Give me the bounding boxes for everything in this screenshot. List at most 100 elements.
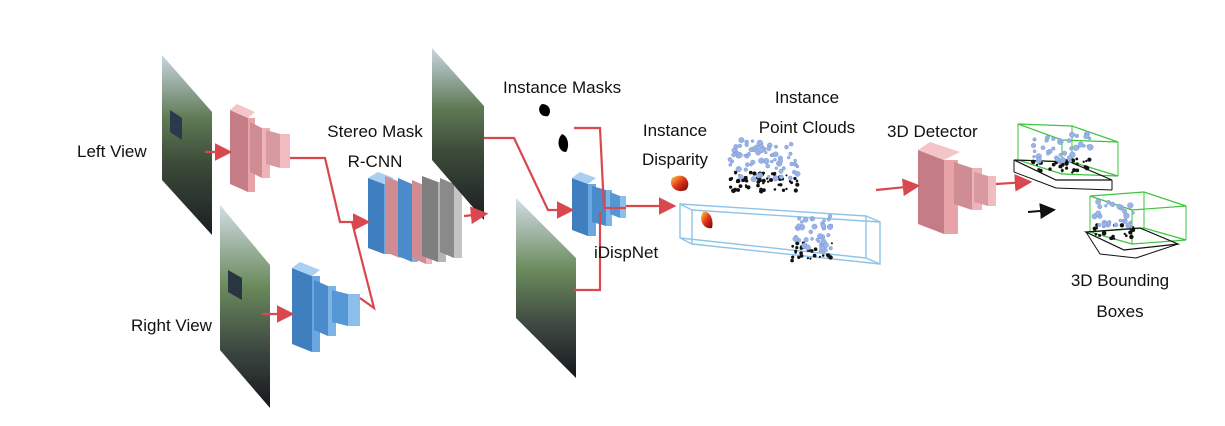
point-black xyxy=(743,175,748,180)
point-blue xyxy=(1058,152,1063,157)
point-blue xyxy=(829,223,833,228)
point-black xyxy=(729,185,733,189)
point-black xyxy=(818,255,822,258)
arrow-box-result xyxy=(1027,203,1056,219)
point-black xyxy=(1075,157,1079,161)
point-blue xyxy=(737,143,742,148)
point-blue xyxy=(787,155,791,160)
point-black xyxy=(1128,230,1133,235)
point-black xyxy=(1101,231,1107,236)
point-black xyxy=(736,188,741,192)
middle-left-image xyxy=(432,48,484,220)
point-blue xyxy=(803,237,809,243)
point-black xyxy=(1051,162,1056,167)
label-idispnet: iDispNet xyxy=(594,243,659,262)
point-black xyxy=(781,188,786,192)
point-blue xyxy=(1127,202,1134,209)
point-blue xyxy=(1106,200,1111,205)
point-blue xyxy=(1097,222,1102,227)
point-black xyxy=(734,172,737,175)
point-blue xyxy=(745,162,750,167)
point-black xyxy=(1071,158,1076,163)
point-blue xyxy=(797,216,801,221)
point-black xyxy=(752,171,757,176)
label-3d-detector: 3D Detector xyxy=(887,122,978,141)
point-black xyxy=(1095,226,1099,230)
point-blue xyxy=(744,142,749,147)
point-black xyxy=(799,254,804,258)
point-blue xyxy=(1131,211,1135,215)
point-blue xyxy=(1032,155,1036,159)
point-black xyxy=(1075,162,1079,166)
point-black xyxy=(761,178,766,183)
point-blue xyxy=(738,174,744,180)
point-blue xyxy=(792,161,797,166)
point-black xyxy=(791,244,795,248)
point-blue xyxy=(826,217,831,222)
point-blue xyxy=(1083,133,1089,140)
label-stereo-mask-rcnn-line1: Stereo Mask xyxy=(327,122,423,141)
point-blue xyxy=(778,158,783,164)
point-blue xyxy=(727,157,733,162)
label-instance-point-clouds-line1: Instance xyxy=(774,88,840,107)
point-blue xyxy=(822,242,829,249)
arrow-to-idispnet-bottom xyxy=(574,212,602,292)
point-blue xyxy=(810,236,814,241)
point-black xyxy=(773,188,777,191)
point-black xyxy=(790,181,794,185)
point-blue xyxy=(1066,138,1072,143)
point-black xyxy=(806,257,810,260)
point-black xyxy=(756,183,760,188)
point-blue xyxy=(749,162,753,167)
point-blue xyxy=(1101,221,1108,228)
point-black xyxy=(728,177,733,181)
point-black xyxy=(830,242,833,245)
frustum-disparity-blob xyxy=(701,211,713,229)
point-blue xyxy=(774,166,778,170)
point-blue xyxy=(750,139,755,143)
point-blue xyxy=(1040,145,1046,150)
point-blue xyxy=(1104,204,1108,208)
bounding-box-points-lower xyxy=(1091,198,1136,241)
point-blue xyxy=(772,151,779,158)
arrow-to-detector xyxy=(875,178,921,197)
point-blue xyxy=(1125,222,1131,229)
point-black xyxy=(810,249,814,253)
point-blue xyxy=(1095,198,1102,205)
bounding-box-result-upper xyxy=(1013,123,1119,191)
point-blue xyxy=(828,246,833,251)
point-blue xyxy=(1066,155,1073,161)
point-blue xyxy=(1051,146,1056,151)
point-black xyxy=(825,253,828,256)
point-blue xyxy=(735,151,740,155)
label-instance-point-clouds-line2: Point Clouds xyxy=(758,118,856,137)
point-blue xyxy=(809,216,814,221)
point-blue xyxy=(781,166,786,171)
point-blue xyxy=(827,214,833,219)
left-view-image xyxy=(162,55,212,235)
point-blue xyxy=(788,175,793,181)
point-blue xyxy=(738,137,745,144)
point-black xyxy=(766,180,770,183)
point-blue xyxy=(770,159,774,164)
point-blue xyxy=(1035,157,1042,164)
point-blue xyxy=(735,166,742,173)
point-blue xyxy=(808,229,813,235)
point-black xyxy=(759,189,764,194)
point-blue xyxy=(796,223,802,229)
point-black xyxy=(766,177,769,180)
point-black xyxy=(1085,159,1088,163)
point-blue xyxy=(1046,151,1050,156)
point-blue xyxy=(1069,131,1076,138)
point-blue xyxy=(788,151,793,156)
point-black xyxy=(1084,165,1090,171)
point-black xyxy=(812,253,817,258)
point-black xyxy=(1060,169,1064,172)
point-black xyxy=(790,258,794,263)
point-blue xyxy=(743,153,747,158)
point-blue xyxy=(765,163,770,169)
point-black xyxy=(770,172,774,176)
point-black xyxy=(795,182,800,187)
point-black xyxy=(1075,168,1080,173)
point-black xyxy=(1072,168,1077,173)
